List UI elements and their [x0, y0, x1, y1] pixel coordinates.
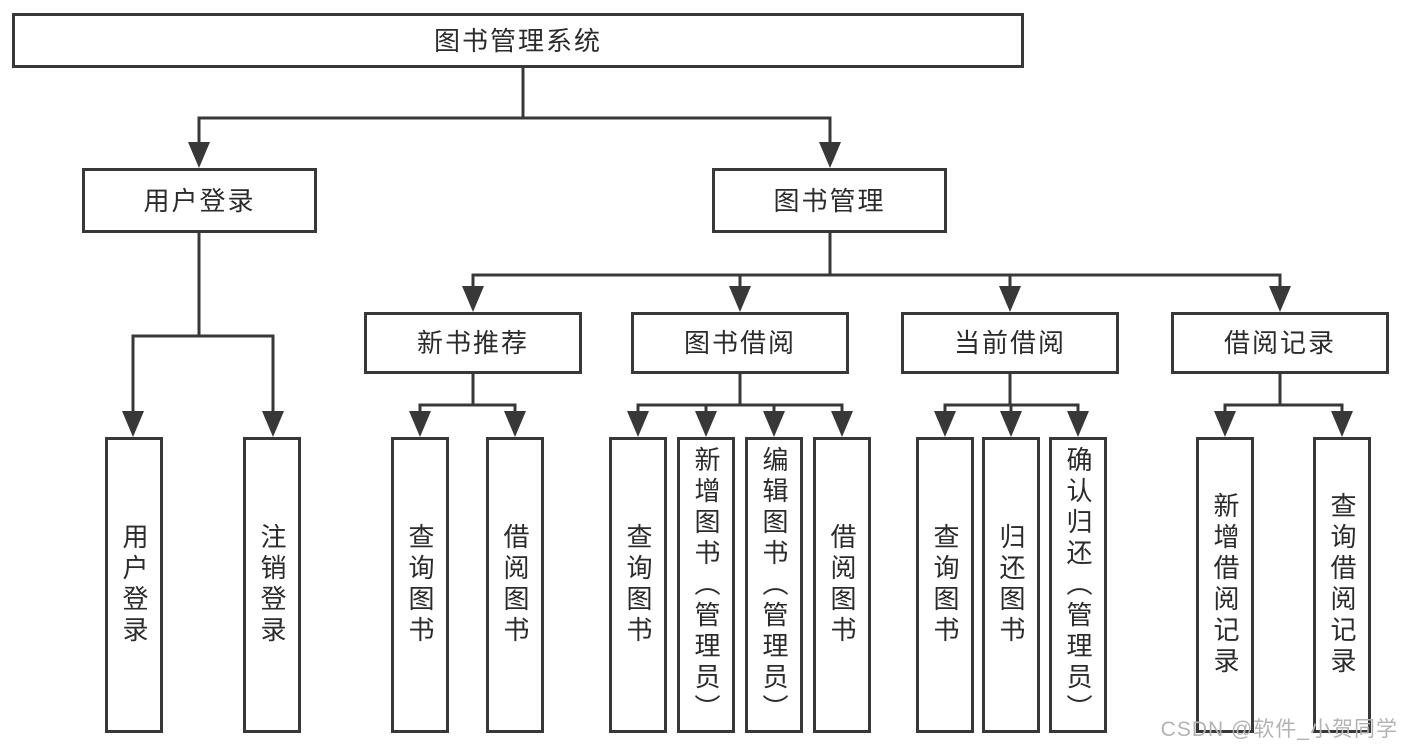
csdn-watermark: CSDN @软件_小贺同学	[1160, 718, 1398, 741]
leaf-borrow-borrow-books: 借阅图书	[813, 437, 871, 733]
leaf-recommend-borrow-books-label: 借阅图书	[500, 523, 530, 647]
leaf-current-confirm-return-admin: 确认归还（管理员）	[1049, 437, 1107, 733]
leaf-borrow-add-books-admin-label: 新增图书（管理员）	[691, 445, 721, 725]
arrowheads	[122, 142, 1353, 437]
leaf-current-query-books: 查询图书	[916, 437, 974, 733]
node-book-management-branch: 图书管理	[712, 168, 947, 233]
leaf-recommend-query-books: 查询图书	[391, 437, 449, 733]
leaf-records-query-record-label: 查询借阅记录	[1327, 492, 1357, 678]
leaf-borrow-edit-books-admin-label: 编辑图书（管理员）	[759, 445, 789, 725]
leaf-user-login: 用户登录	[105, 437, 163, 733]
leaf-borrow-query-books: 查询图书	[609, 437, 667, 733]
leaf-logout: 注销登录	[243, 437, 301, 733]
node-current-borrow: 当前借阅	[901, 312, 1119, 374]
leaf-borrow-query-books-label: 查询图书	[623, 523, 653, 647]
node-root-system: 图书管理系统	[12, 13, 1024, 68]
leaf-recommend-borrow-books: 借阅图书	[486, 437, 544, 733]
leaf-current-return-books: 归还图书	[982, 437, 1040, 733]
leaf-borrow-borrow-books-label: 借阅图书	[827, 523, 857, 647]
node-user-login-branch: 用户登录	[82, 168, 317, 233]
leaf-recommend-query-books-label: 查询图书	[405, 523, 435, 647]
leaf-user-login-label: 用户登录	[119, 523, 149, 647]
leaf-borrow-add-books-admin: 新增图书（管理员）	[677, 437, 735, 733]
leaf-borrow-edit-books-admin: 编辑图书（管理员）	[745, 437, 803, 733]
leaf-records-add-record: 新增借阅记录	[1196, 437, 1254, 733]
leaf-records-query-record: 查询借阅记录	[1313, 437, 1371, 733]
leaf-current-query-books-label: 查询图书	[930, 523, 960, 647]
leaf-current-return-books-label: 归还图书	[996, 523, 1026, 647]
node-book-borrow: 图书借阅	[631, 312, 849, 374]
node-new-book-recommend: 新书推荐	[364, 312, 582, 374]
leaf-records-add-record-label: 新增借阅记录	[1210, 492, 1240, 678]
leaf-logout-label: 注销登录	[257, 523, 287, 647]
node-borrow-records: 借阅记录	[1171, 312, 1389, 374]
leaf-current-confirm-return-admin-label: 确认归还（管理员）	[1063, 445, 1093, 725]
